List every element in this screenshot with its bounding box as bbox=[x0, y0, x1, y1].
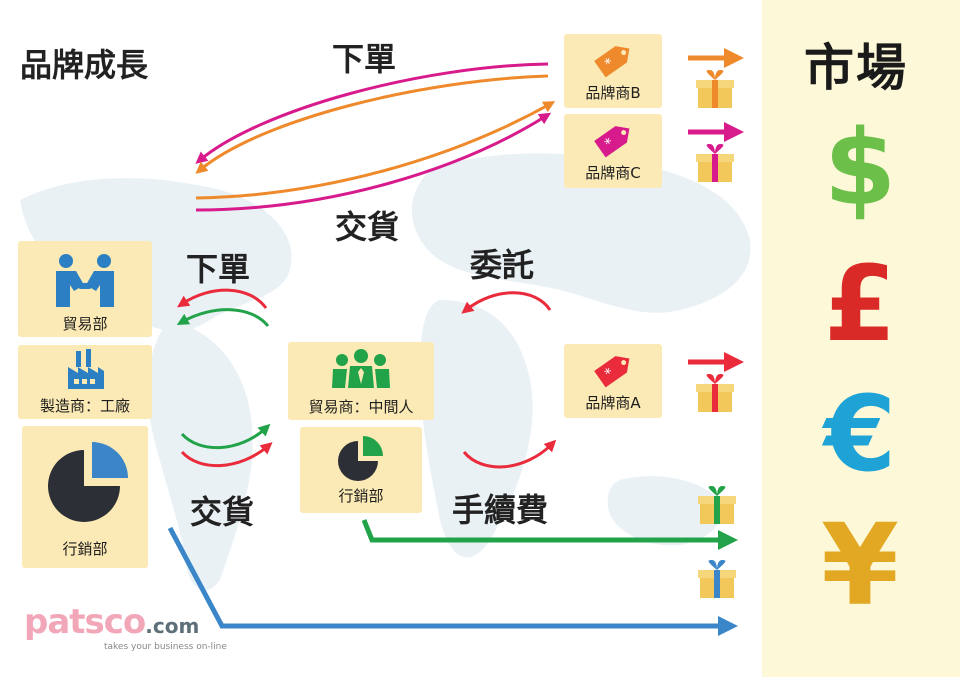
brand-b-box: * 品牌商B bbox=[564, 34, 662, 108]
brand-a-box: * 品牌商A bbox=[564, 344, 662, 418]
marketing-left-label: 行銷部 bbox=[62, 540, 108, 558]
left-delivery-arrow-green bbox=[180, 423, 271, 450]
marketing-left-box: 行銷部 bbox=[22, 426, 148, 568]
price-tag-red-icon: * bbox=[594, 356, 630, 388]
handshake-icon bbox=[56, 254, 114, 307]
yen-symbol: ¥ bbox=[821, 501, 899, 631]
market-title: 市場 bbox=[804, 39, 908, 97]
manufacturer-box: 製造商：工廠 bbox=[18, 345, 152, 419]
label-top-delivery: 交貨 bbox=[335, 208, 400, 246]
direct-market-arrow bbox=[167, 526, 738, 636]
entrust-arrow-bottom bbox=[462, 439, 557, 469]
gift-icon-brand-a bbox=[696, 374, 734, 412]
logo-tagline: takes your business on-line bbox=[104, 642, 227, 652]
logo-suffix: .com bbox=[145, 614, 200, 638]
manufacturer-label: 製造商：工廠 bbox=[39, 397, 130, 415]
price-tag-orange-icon: * bbox=[594, 46, 630, 78]
left-order-arrow-red bbox=[177, 288, 268, 309]
gift-icon-direct bbox=[698, 560, 736, 598]
logo-brand: patsco bbox=[24, 602, 146, 642]
euro-symbol: € bbox=[823, 373, 897, 495]
price-tag-magenta-icon: * bbox=[594, 126, 630, 158]
brand-b-label: 品牌商B bbox=[585, 84, 641, 102]
trading-company-box: 貿易商：中間人 bbox=[288, 342, 434, 420]
top-delivery-arrow-orange bbox=[195, 101, 556, 200]
label-left-delivery: 交貨 bbox=[190, 493, 255, 531]
patsco-logo: patsco.com takes your business on-line bbox=[24, 602, 227, 652]
top-order-arrow-magenta bbox=[195, 62, 549, 164]
label-top-order: 下單 bbox=[332, 40, 397, 78]
page-title: 品牌成長 bbox=[20, 46, 149, 84]
marketing-mid-box: 行銷部 bbox=[300, 427, 422, 513]
entrust-arrow-top bbox=[461, 291, 552, 314]
trading-company-label: 貿易商：中間人 bbox=[308, 398, 414, 416]
gift-icon-commission bbox=[698, 486, 736, 524]
left-order-arrow-green bbox=[176, 308, 270, 327]
dollar-symbol: $ bbox=[823, 107, 897, 229]
brand-c-label: 品牌商C bbox=[585, 164, 641, 182]
top-order-arrow-orange bbox=[195, 74, 549, 174]
top-delivery-arrow-magenta bbox=[195, 112, 552, 212]
label-entrust: 委託 bbox=[470, 246, 535, 284]
gift-icon-brand-b bbox=[696, 70, 734, 108]
factory-icon bbox=[68, 349, 104, 389]
left-delivery-arrow-red bbox=[180, 442, 273, 468]
gift-icon-brand-c bbox=[696, 144, 734, 182]
commission-arrow bbox=[361, 519, 738, 550]
brand-c-box: * 品牌商C bbox=[564, 114, 662, 188]
pie-chart-small-icon bbox=[338, 436, 383, 481]
label-commission: 手續費 bbox=[452, 491, 549, 529]
brand-a-label: 品牌商A bbox=[585, 394, 641, 412]
label-left-order: 下單 bbox=[186, 250, 251, 288]
pie-chart-icon bbox=[48, 442, 128, 522]
trade-dept-box: 貿易部 bbox=[18, 241, 152, 337]
market-panel bbox=[762, 0, 960, 677]
pound-symbol: £ bbox=[823, 243, 897, 365]
marketing-mid-label: 行銷部 bbox=[338, 487, 384, 505]
trade-dept-label: 貿易部 bbox=[62, 315, 108, 333]
people-group-icon bbox=[332, 349, 390, 388]
